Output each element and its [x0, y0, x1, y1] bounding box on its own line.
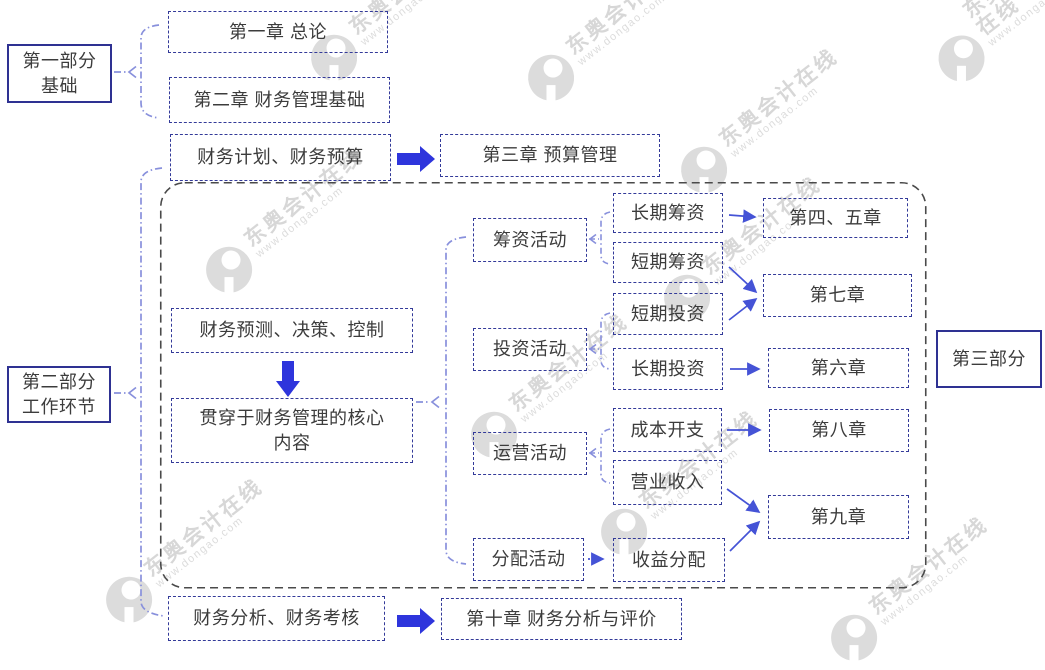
- thick-arrow-analysis-to-ch10: [397, 608, 435, 634]
- part1-brace-chevron: [127, 65, 137, 79]
- raise-brace-chevron: [588, 233, 597, 245]
- node-raise-activity: 筹资活动: [473, 218, 587, 262]
- node-chapter3: 第三章 预算管理: [440, 134, 660, 177]
- node-financial-analysis: 财务分析、财务考核: [168, 596, 385, 641]
- node-core-content: 贯穿于财务管理的核心 内容: [171, 398, 413, 463]
- core-activities-brace: [416, 236, 467, 565]
- node-chapter7: 第七章: [763, 274, 912, 317]
- node-distribute-activity: 分配活动: [473, 538, 584, 581]
- node-chapter4-5: 第四、五章: [763, 198, 908, 238]
- node-part3: 第三部分: [936, 330, 1042, 388]
- part2-brace-chevron: [127, 386, 137, 400]
- node-part1: 第一部分 基础: [7, 44, 112, 103]
- node-long-term-raise: 长期筹资: [613, 193, 723, 233]
- node-forecast-decision-control: 财务预测、决策、控制: [171, 308, 413, 353]
- node-operate-activity: 运营活动: [473, 432, 587, 475]
- part2-container-outline: [159, 181, 927, 589]
- core-activities-brace-chevron: [430, 395, 440, 409]
- operate-children-brace: [589, 428, 611, 484]
- node-chapter8: 第八章: [769, 409, 909, 452]
- node-chapter2: 第二章 财务管理基础: [169, 77, 390, 123]
- node-invest-activity: 投资活动: [473, 328, 587, 371]
- node-chapter1: 第一章 总论: [168, 11, 388, 53]
- node-chapter6: 第六章: [768, 348, 909, 388]
- node-chapter9: 第九章: [768, 495, 909, 539]
- node-short-term-invest: 短期投资: [613, 293, 723, 335]
- operate-brace-chevron: [588, 447, 597, 459]
- node-long-term-invest: 长期投资: [613, 348, 723, 390]
- node-income-distribution: 收益分配: [613, 538, 725, 582]
- part1-brace: [114, 24, 160, 119]
- arrow-shortraise-to-ch7: [728, 266, 758, 294]
- node-short-term-raise: 短期筹资: [613, 242, 723, 283]
- invest-children-brace: [589, 312, 611, 370]
- node-financial-plan: 财务计划、财务预算: [170, 134, 391, 181]
- arrow-shortinvest-to-ch7: [728, 297, 758, 321]
- connector-overlay: [114, 24, 927, 634]
- invest-brace-chevron: [588, 343, 597, 355]
- node-cost-expense: 成本开支: [613, 408, 722, 452]
- arrow-revenue-to-ch9: [726, 488, 761, 513]
- node-chapter10: 第十章 财务分析与评价: [441, 598, 682, 640]
- node-part2: 第二部分 工作环节: [7, 366, 111, 423]
- thick-arrow-forecast-to-core: [276, 361, 300, 397]
- part2-brace: [114, 167, 165, 617]
- thick-arrow-plan-to-ch3: [397, 146, 435, 172]
- arrow-longraise-to-ch45: [728, 209, 757, 223]
- node-operating-revenue: 营业收入: [613, 460, 722, 505]
- arrow-income-to-ch9: [729, 520, 761, 552]
